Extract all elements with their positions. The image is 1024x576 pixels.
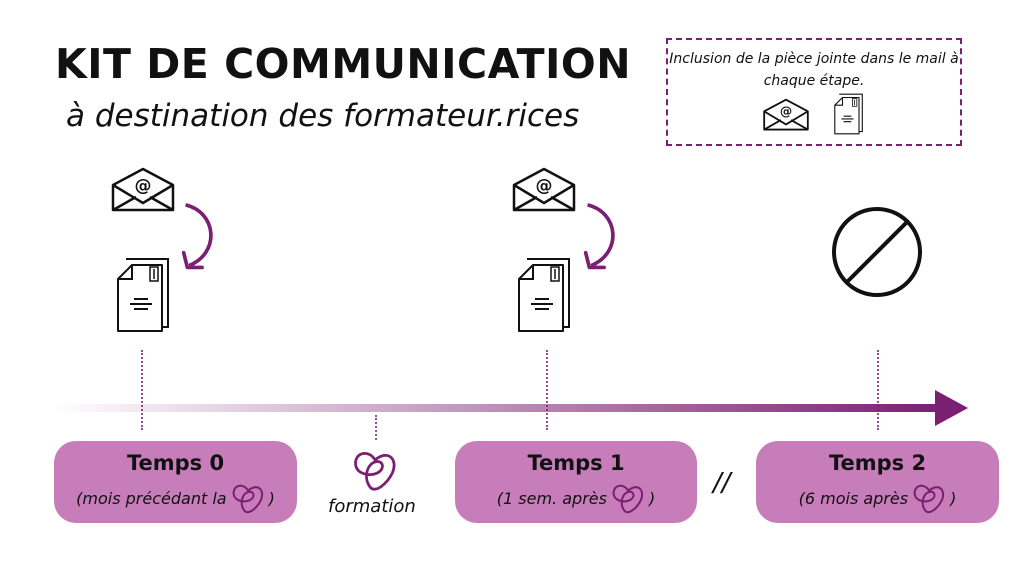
attachment-note: Inclusion de la pièce jointe dans le mai… (666, 38, 962, 146)
step-box-temps-1: Temps 1 (1 sem. après ) (455, 441, 697, 523)
formation-label: formation (328, 496, 416, 517)
email-icon (110, 167, 176, 213)
step-title: Temps 0 (126, 451, 225, 475)
step-subtitle-close: ) (648, 488, 656, 508)
step-box-temps-0: Temps 0 (mois précédant la ) (54, 441, 297, 523)
curved-arrow-icon (180, 198, 226, 278)
step-title: Temps 2 (828, 451, 927, 475)
formation-heart-icon (912, 481, 946, 515)
document-icon (513, 255, 573, 335)
formation-heart-icon (611, 481, 645, 515)
connector-dots (375, 415, 377, 440)
connector-dots (877, 350, 879, 430)
prohibited-icon (832, 207, 922, 297)
formation-heart-icon (231, 481, 265, 515)
step-subtitle: (6 mois après (798, 488, 909, 508)
note-text: Inclusion de la pièce jointe dans le mai… (669, 51, 959, 89)
page-subtitle: à destination des formateur.rices (66, 98, 580, 134)
formation-heart-icon (352, 447, 398, 493)
document-icon (112, 255, 172, 335)
step-title: Temps 1 (527, 451, 625, 475)
connector-dots (141, 350, 143, 430)
curved-arrow-icon (582, 198, 628, 278)
step-subtitle: (mois précédant la (76, 488, 227, 508)
connector-dots (546, 350, 548, 430)
time-break-mark: // (713, 468, 731, 498)
step-subtitle-close: ) (950, 488, 957, 508)
document-icon (830, 92, 866, 136)
step-box-temps-2: Temps 2 (6 mois après ) (756, 441, 999, 523)
step-subtitle-close: ) (268, 488, 275, 508)
page-title: KIT DE COMMUNICATION (55, 40, 632, 88)
email-icon (762, 98, 810, 132)
step-subtitle: (1 sem. après (496, 488, 607, 508)
timeline-arrow (50, 390, 968, 426)
email-icon (511, 167, 577, 213)
